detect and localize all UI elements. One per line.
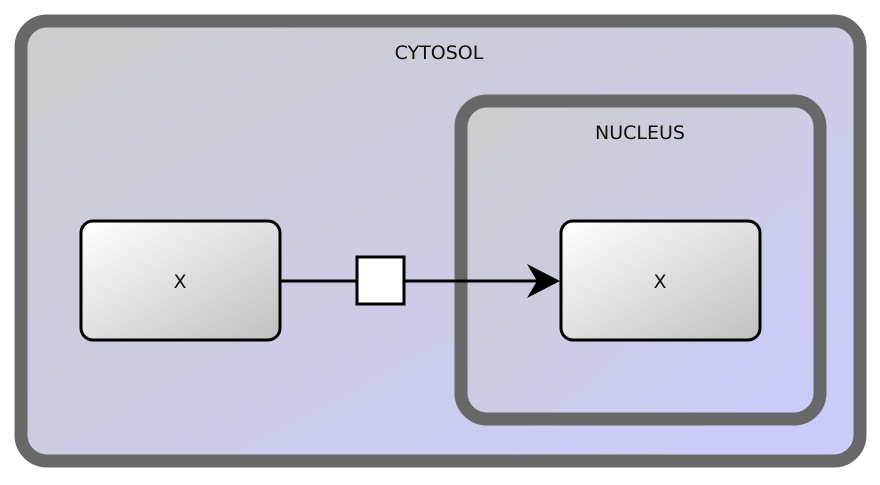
entity-node-target[interactable]: X bbox=[559, 219, 762, 342]
source-node-label: X bbox=[173, 271, 186, 293]
target-node-box bbox=[559, 219, 762, 342]
arrowhead-icon bbox=[527, 264, 560, 298]
process-node[interactable] bbox=[355, 255, 406, 306]
entity-node-source[interactable]: X bbox=[79, 219, 282, 342]
target-node-label: X bbox=[653, 271, 666, 293]
cytosol-label: CYTOSOL bbox=[395, 42, 484, 64]
nucleus-label: NUCLEUS bbox=[595, 122, 685, 144]
source-node-box bbox=[79, 219, 282, 342]
transport-edge[interactable] bbox=[281, 264, 560, 298]
